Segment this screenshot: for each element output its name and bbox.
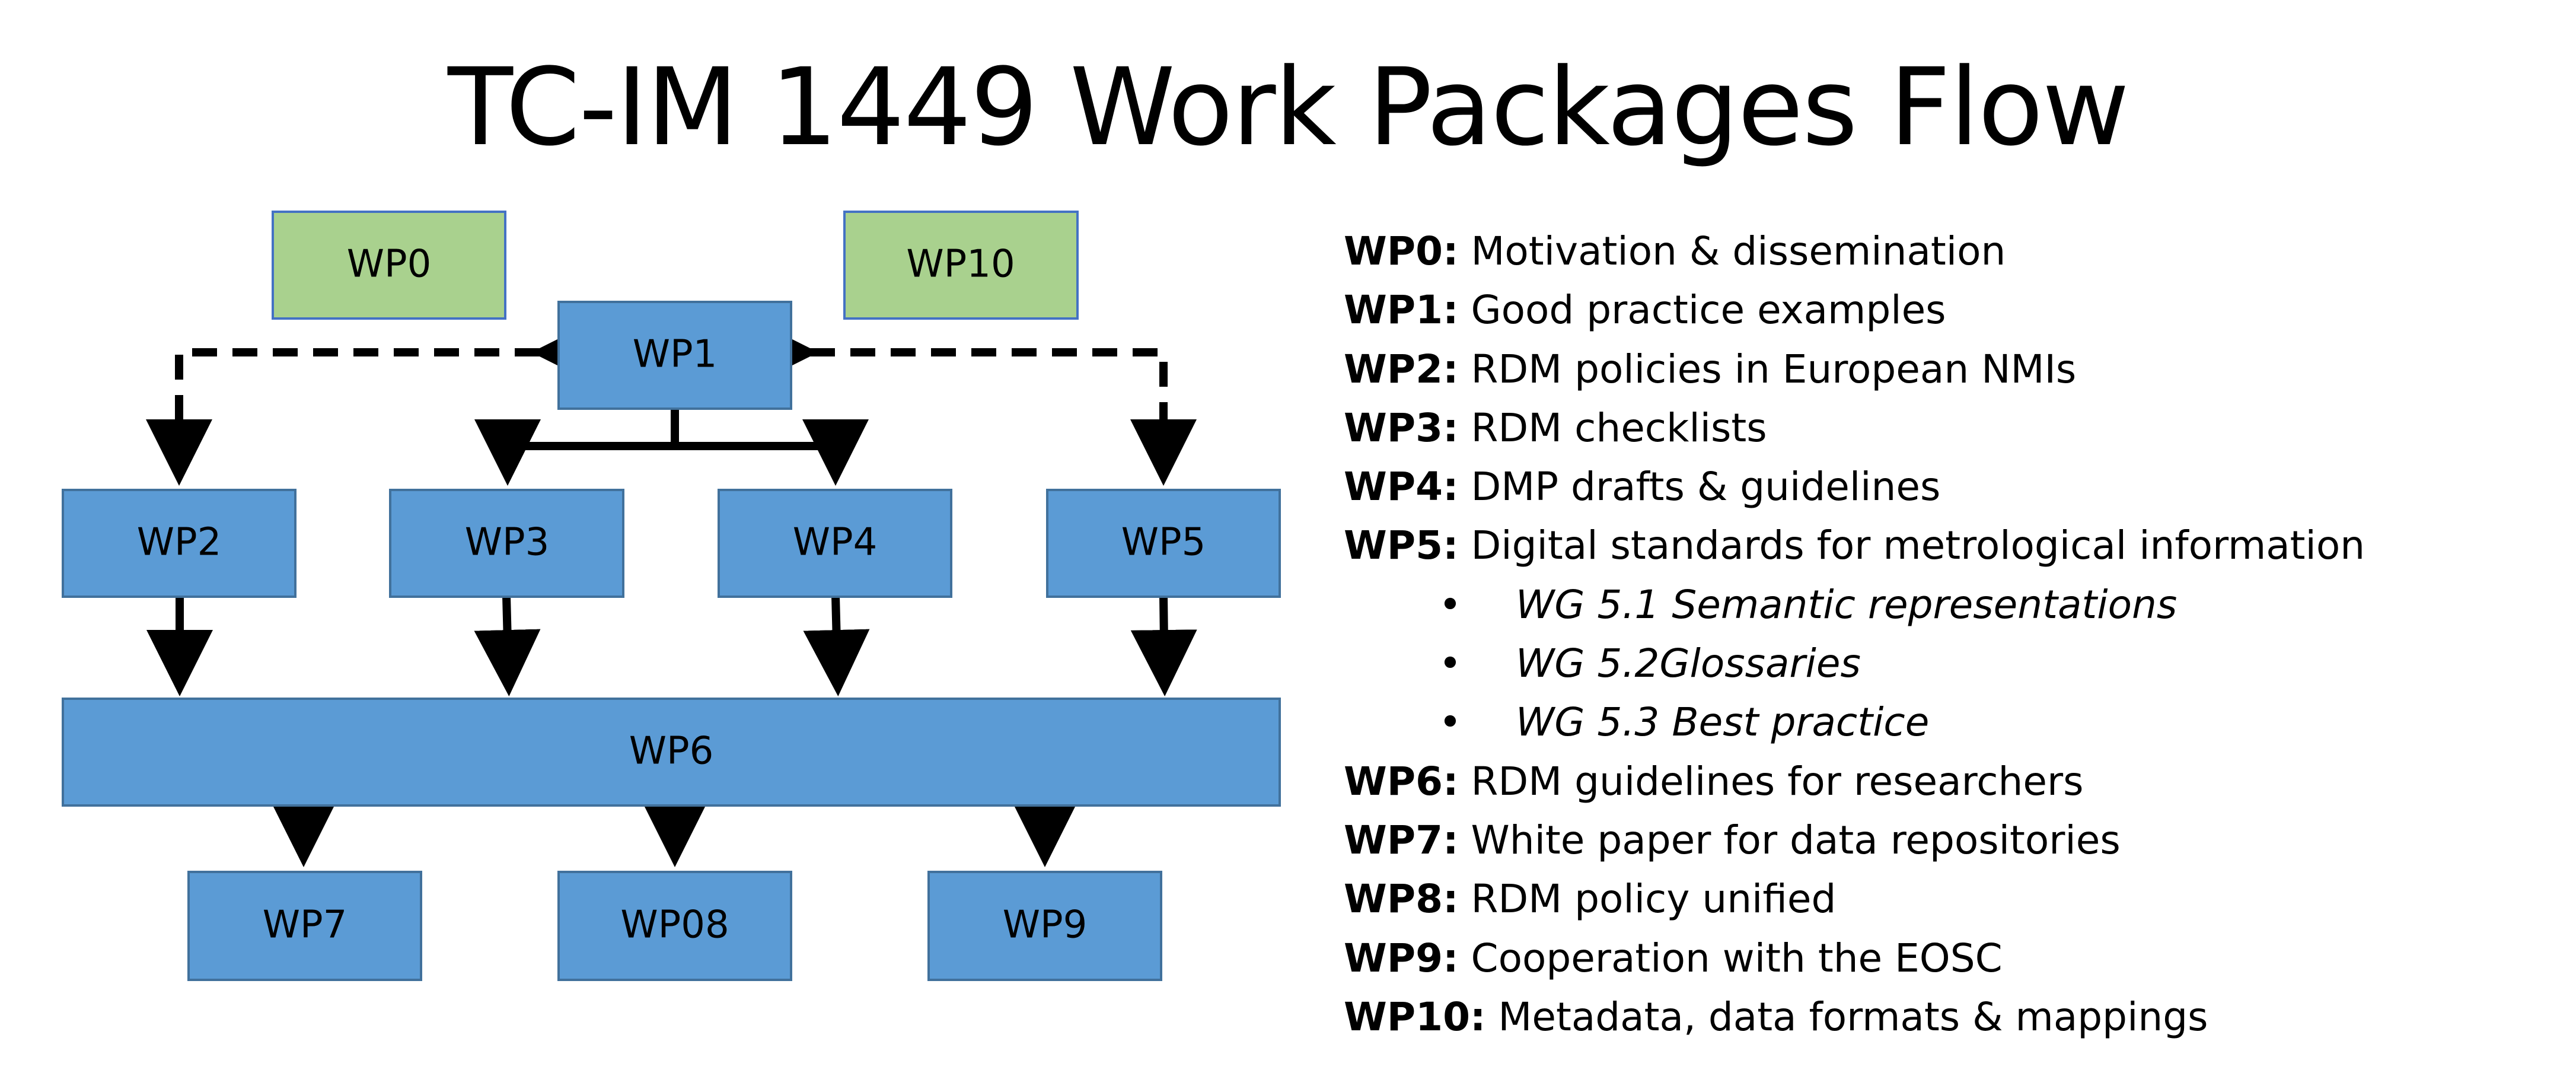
node-wp9-label: WP9 <box>1003 903 1088 947</box>
legend-subitem-wg52: • WG 5.2Glossaries <box>1344 634 2553 693</box>
legend-code: WP5: <box>1344 523 1459 569</box>
node-wp7: WP7 <box>187 871 422 981</box>
arrow-wp1-wp4 <box>675 419 869 486</box>
work-package-flow-diagram: WP0 WP10 WP1 WP2 WP3 WP4 WP5 WP6 WP7 WP0… <box>62 211 1281 981</box>
legend-item-wp7: WP7: White paper for data repositories <box>1344 811 2553 870</box>
node-wp0: WP0 <box>272 211 506 320</box>
legend-text: RDM checklists <box>1471 405 1767 451</box>
legend-text: RDM policy unified <box>1471 876 1837 922</box>
node-wp2-label: WP2 <box>137 521 222 565</box>
legend-item-wp6: WP6: RDM guidelines for researchers <box>1344 752 2553 811</box>
legend-item-wp5: WP5: Digital standards for metrological … <box>1344 516 2553 575</box>
node-wp1: WP1 <box>557 301 792 410</box>
bullet-icon: • <box>1439 581 1462 628</box>
legend-code: WP9: <box>1344 935 1459 981</box>
node-wp0-label: WP0 <box>347 243 432 286</box>
work-package-legend: WP0: Motivation & dissemination WP1: Goo… <box>1344 222 2553 1046</box>
arrow-wp5-wp6 <box>1130 596 1197 696</box>
legend-text: White paper for data repositories <box>1471 817 2121 863</box>
node-wp3-label: WP3 <box>465 521 550 565</box>
legend-item-wp1: WP1: Good practice examples <box>1344 281 2553 339</box>
arrow-wp4-wp6 <box>803 596 870 696</box>
node-wp08: WP08 <box>557 871 792 981</box>
legend-code: WP10: <box>1344 994 1486 1040</box>
connector-group <box>146 319 1197 867</box>
legend-text: RDM guidelines for researchers <box>1471 758 2084 804</box>
arrow-wp3-wp6 <box>474 596 541 696</box>
node-wp9: WP9 <box>927 871 1162 981</box>
node-wp4: WP4 <box>718 489 952 598</box>
legend-text: Motivation & dissemination <box>1471 228 2006 274</box>
legend-text: Cooperation with the EOSC <box>1471 935 2003 981</box>
legend-subitem-text: WG 5.1 Semantic representations <box>1516 581 2178 628</box>
bullet-icon: • <box>1439 641 1462 687</box>
legend-subitem-wg51: • WG 5.1 Semantic representations <box>1344 575 2553 634</box>
legend-text: DMP drafts & guidelines <box>1471 464 1941 510</box>
bullet-icon: • <box>1439 699 1462 746</box>
node-wp6-label: WP6 <box>629 730 714 773</box>
slide-title: TC-IM 1449 Work Packages Flow <box>448 46 2129 170</box>
legend-item-wp10: WP10: Metadata, data formats & mappings <box>1344 988 2553 1046</box>
legend-item-wp0: WP0: Motivation & dissemination <box>1344 222 2553 281</box>
legend-item-wp8: WP8: RDM policy unified <box>1344 870 2553 928</box>
node-wp1-label: WP1 <box>633 333 718 377</box>
legend-item-wp4: WP4: DMP drafts & guidelines <box>1344 457 2553 516</box>
node-wp6: WP6 <box>62 698 1281 807</box>
legend-code: WP8: <box>1344 876 1459 922</box>
node-wp3: WP3 <box>389 489 624 598</box>
legend-code: WP0: <box>1344 228 1459 274</box>
dashed-arrow-wp1-wp2 <box>146 319 598 486</box>
legend-code: WP4: <box>1344 464 1459 510</box>
legend-subitem-wg53: • WG 5.3 Best practice <box>1344 693 2553 752</box>
legend-text: Metadata, data formats & mappings <box>1498 994 2208 1040</box>
legend-code: WP7: <box>1344 817 1459 863</box>
legend-text: Digital standards for metrological infor… <box>1471 523 2365 569</box>
legend-code: WP6: <box>1344 758 1459 804</box>
legend-subitem-text: WG 5.3 Best practice <box>1516 699 1930 746</box>
node-wp4-label: WP4 <box>793 521 878 565</box>
legend-code: WP1: <box>1344 287 1459 333</box>
legend-text: RDM policies in European NMIs <box>1471 346 2077 392</box>
node-wp5: WP5 <box>1046 489 1281 598</box>
node-wp2: WP2 <box>62 489 297 598</box>
node-wp7-label: WP7 <box>263 903 347 947</box>
legend-text: Good practice examples <box>1471 287 1946 333</box>
node-wp10: WP10 <box>843 211 1079 320</box>
legend-code: WP3: <box>1344 405 1459 451</box>
legend-code: WP2: <box>1344 346 1459 392</box>
legend-subitem-text: WG 5.2Glossaries <box>1516 641 1861 687</box>
legend-item-wp2: WP2: RDM policies in European NMIs <box>1344 340 2553 399</box>
dashed-arrow-wp1-wp5 <box>752 319 1197 486</box>
legend-item-wp9: WP9: Cooperation with the EOSC <box>1344 929 2553 988</box>
legend-item-wp3: WP3: RDM checklists <box>1344 399 2553 457</box>
node-wp5-label: WP5 <box>1121 521 1206 565</box>
node-wp10-label: WP10 <box>906 243 1015 286</box>
arrow-wp1-wp3 <box>474 419 675 486</box>
node-wp08-label: WP08 <box>620 903 729 947</box>
